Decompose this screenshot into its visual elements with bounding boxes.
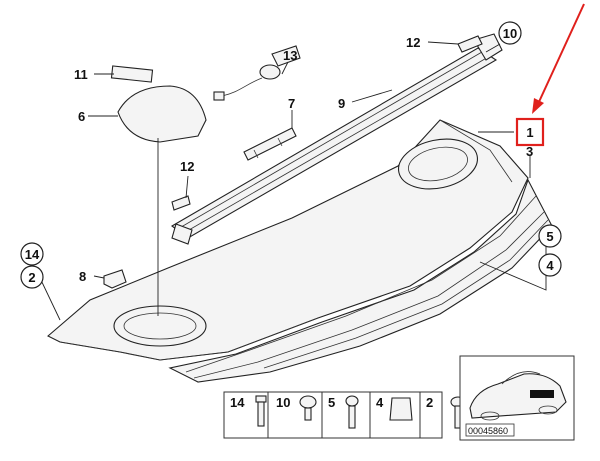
red-arrow <box>532 3 585 114</box>
clip-part-12-upper <box>457 35 483 53</box>
callout-5: 5 <box>546 229 553 244</box>
callout-3: 3 <box>526 144 533 159</box>
callout-7: 7 <box>288 96 295 111</box>
clip-part-12-lower <box>171 195 191 211</box>
fastener-legend: 14 10 5 4 2 <box>223 391 466 439</box>
callout-2: 2 <box>28 270 35 285</box>
callout-13: 13 <box>283 48 297 63</box>
legend-10: 10 <box>276 395 290 410</box>
fastener-14-icon <box>255 395 267 427</box>
right-speaker-opening <box>398 138 478 190</box>
highlighted-shelf-area <box>530 390 554 398</box>
fastener-4-icon <box>389 397 413 421</box>
fastener-5-icon <box>345 395 359 429</box>
callout-9: 9 <box>338 96 345 111</box>
legend-14: 14 <box>230 395 245 410</box>
callout-10: 10 <box>503 26 517 41</box>
cover-panel <box>117 85 207 143</box>
callout-12-lower: 12 <box>180 159 194 174</box>
rail-end-cap-top <box>473 33 503 61</box>
callouts: 11 6 13 7 9 12 12 8 3 10 14 2 5 4 1 <box>20 21 562 289</box>
callout-8: 8 <box>79 269 86 284</box>
callout-1: 1 <box>526 125 533 140</box>
diagram-code: 00045860 <box>468 426 508 436</box>
clip-part-7 <box>243 127 297 161</box>
trim-strip <box>168 178 553 383</box>
legend-2: 2 <box>426 395 433 410</box>
push-nut-8 <box>103 269 127 289</box>
callout-6: 6 <box>78 109 85 124</box>
wiring-part-13 <box>213 45 301 101</box>
legend-5: 5 <box>328 395 335 410</box>
guide-rail <box>171 33 503 245</box>
callout-4: 4 <box>546 258 554 273</box>
callout-14: 14 <box>25 247 40 262</box>
highlight-box <box>515 117 545 147</box>
rail-end-cap-bottom <box>171 223 193 245</box>
clip-part-11 <box>110 65 154 83</box>
left-speaker-opening <box>113 305 207 347</box>
rear-parcel-shelf <box>47 119 529 361</box>
car-thumbnail: 00045860 <box>459 355 575 441</box>
fastener-10-icon <box>299 395 317 421</box>
legend-4: 4 <box>376 395 384 410</box>
callout-11: 11 <box>74 67 88 82</box>
callout-12-upper: 12 <box>406 35 420 50</box>
